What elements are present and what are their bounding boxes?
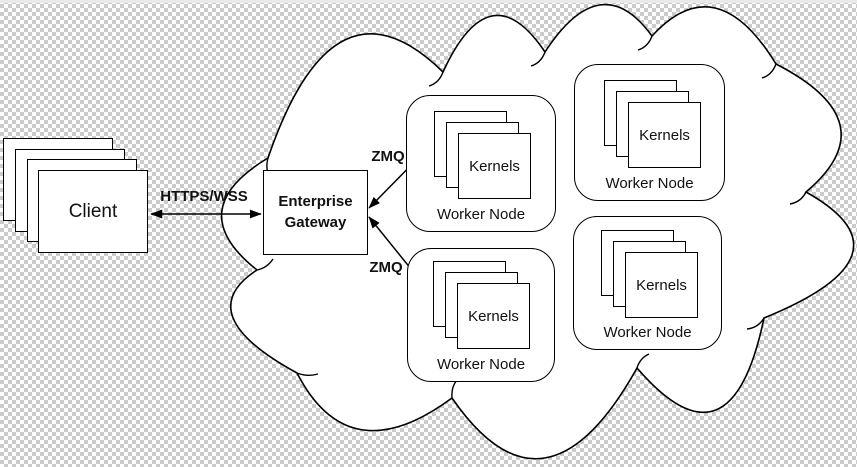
https-wss-label: HTTPS/WSS (160, 188, 248, 205)
kernels-box: Kernels (628, 102, 701, 168)
kernel-stack: Kernels (601, 230, 698, 318)
client-box: Client (38, 170, 148, 253)
kernel-stack: Kernels (433, 261, 530, 349)
kernels-label: Kernels (469, 157, 520, 175)
worker-node-label: Worker Node (436, 206, 526, 223)
client-label: Client (68, 200, 118, 222)
gateway-label-line2: Gateway (284, 213, 347, 231)
enterprise-gateway-box: Enterprise Gateway (263, 170, 368, 255)
zmq-bottom-label: ZMQ (369, 259, 403, 276)
kernels-box: Kernels (625, 252, 698, 318)
worker-node-bottom-left: Kernels Worker Node (407, 248, 555, 382)
kernels-label: Kernels (468, 307, 519, 325)
kernels-label: Kernels (636, 276, 687, 294)
kernels-label: Kernels (639, 126, 690, 144)
kernel-stack: Kernels (434, 111, 531, 199)
worker-node-bottom-right: Kernels Worker Node (573, 216, 722, 350)
worker-node-label: Worker Node (436, 356, 526, 373)
window-top-strip (0, 0, 857, 3)
zmq-top-label: ZMQ (371, 148, 405, 165)
worker-node-top-left: Kernels Worker Node (406, 95, 556, 232)
kernel-stack: Kernels (604, 80, 701, 168)
kernels-box: Kernels (458, 133, 531, 199)
gateway-label-line1: Enterprise (278, 193, 353, 211)
worker-node-top-right: Kernels Worker Node (574, 64, 725, 201)
cloud-scallop-hooks (256, 35, 807, 399)
kernels-box: Kernels (457, 283, 530, 349)
worker-node-label: Worker Node (603, 324, 692, 341)
worker-node-label: Worker Node (605, 175, 694, 192)
